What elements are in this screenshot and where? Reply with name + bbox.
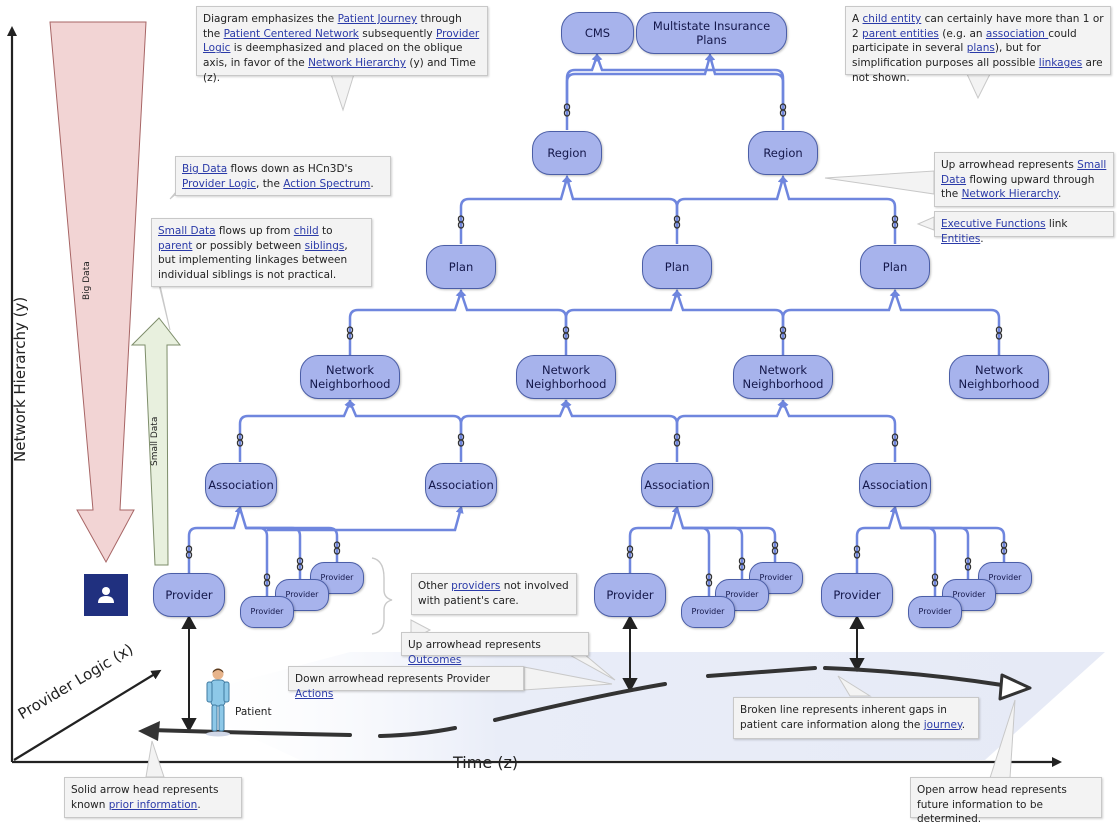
node-association[interactable]: Association bbox=[425, 463, 497, 507]
patient-figure-icon bbox=[206, 668, 230, 737]
callout-up-arrowhead-small-data: Up arrowhead represents Small Data flowi… bbox=[934, 152, 1114, 207]
link-child-entity[interactable]: child entity bbox=[862, 13, 922, 25]
link-provider-logic[interactable]: Provider Logic bbox=[182, 177, 257, 190]
link-parent[interactable]: parent bbox=[158, 239, 193, 252]
node-provider-other[interactable]: Provider bbox=[908, 596, 962, 628]
link-network-hierarchy[interactable]: Network Hierarchy bbox=[961, 188, 1059, 201]
node-provider-other[interactable]: Provider bbox=[240, 596, 294, 628]
y-axis-label: Network Hierarchy (y) bbox=[11, 296, 29, 462]
link-small-data[interactable]: Small Data bbox=[158, 225, 216, 237]
patient-label: Patient bbox=[235, 706, 272, 718]
user-icon bbox=[98, 587, 114, 603]
node-multistate-insurance-plans[interactable]: Multistate Insurance Plans bbox=[636, 12, 787, 54]
solid-arrowhead bbox=[138, 721, 160, 741]
node-provider-other[interactable]: Provider bbox=[978, 562, 1032, 594]
node-association[interactable]: Association bbox=[859, 463, 931, 507]
node-provider-other[interactable]: Provider bbox=[681, 596, 735, 628]
link-journey[interactable]: journey bbox=[923, 718, 962, 731]
provider-badge-icon bbox=[84, 574, 128, 616]
link-network-hierarchy[interactable]: Network Hierarchy bbox=[308, 57, 407, 70]
link-patient-journey[interactable]: Patient Journey bbox=[337, 13, 418, 25]
callout-big-data: Big Data flows down as HCn3D's Provider … bbox=[175, 156, 391, 196]
small-data-label: Small Data bbox=[150, 416, 160, 466]
callout-open-arrow: Open arrow head represents future inform… bbox=[910, 777, 1102, 825]
x-axis-label: Time (z) bbox=[453, 753, 519, 772]
callout-diagram-emphasis: Diagram emphasizes the Patient Journey t… bbox=[196, 6, 488, 84]
oblique-axis-line bbox=[13, 669, 162, 761]
node-provider[interactable]: Provider bbox=[821, 573, 893, 617]
link-parent-entities[interactable]: parent entities bbox=[862, 27, 939, 40]
link-action-spectrum[interactable]: Action Spectrum bbox=[283, 177, 371, 190]
callout-outcomes: Up arrowhead represents Outcomes bbox=[401, 632, 589, 666]
node-cms[interactable]: CMS bbox=[561, 12, 634, 54]
link-providers[interactable]: providers bbox=[451, 580, 501, 592]
node-plan[interactable]: Plan bbox=[426, 245, 496, 289]
callout-small-data: Small Data flows up from child to parent… bbox=[151, 218, 372, 287]
node-association[interactable]: Association bbox=[641, 463, 713, 507]
link-outcomes[interactable]: Outcomes bbox=[408, 653, 462, 666]
node-network-neighborhood[interactable]: Network Neighborhood bbox=[300, 355, 400, 399]
link-plans[interactable]: plans bbox=[966, 42, 995, 55]
callout-other-providers: Other providers not involved with patien… bbox=[411, 573, 577, 615]
link-patient-centered-network[interactable]: Patient Centered Network bbox=[223, 27, 359, 40]
link-entities[interactable]: Entities bbox=[941, 232, 981, 245]
small-data-arrow bbox=[130, 317, 182, 566]
node-network-neighborhood[interactable]: Network Neighborhood bbox=[949, 355, 1049, 399]
node-network-neighborhood[interactable]: Network Neighborhood bbox=[516, 355, 616, 399]
link-actions[interactable]: Actions bbox=[295, 687, 334, 700]
node-association[interactable]: Association bbox=[205, 463, 277, 507]
callout-executive-functions: Executive Functions link Entities. bbox=[934, 211, 1114, 245]
link-provider-logic[interactable]: Provider Logic bbox=[203, 27, 480, 55]
node-plan[interactable]: Plan bbox=[642, 245, 712, 289]
link-executive-functions[interactable]: Executive Functions bbox=[941, 218, 1046, 230]
node-provider[interactable]: Provider bbox=[594, 573, 666, 617]
callout-broken-line: Broken line represents inherent gaps in … bbox=[733, 697, 979, 739]
big-data-wedge bbox=[49, 21, 147, 564]
open-arrowhead bbox=[998, 673, 1032, 701]
node-region[interactable]: Region bbox=[532, 131, 602, 175]
chain-link-icon bbox=[185, 103, 1008, 587]
node-region[interactable]: Region bbox=[748, 131, 818, 175]
link-prior-information[interactable]: prior information bbox=[108, 798, 198, 811]
node-provider[interactable]: Provider bbox=[153, 573, 225, 617]
link-big-data[interactable]: Big Data bbox=[182, 163, 228, 175]
node-network-neighborhood[interactable]: Network Neighborhood bbox=[733, 355, 833, 399]
node-plan[interactable]: Plan bbox=[860, 245, 930, 289]
patient-journey-line bbox=[148, 666, 1004, 738]
callout-solid-arrow: Solid arrow head represents known prior … bbox=[64, 777, 242, 818]
link-child[interactable]: child bbox=[293, 225, 319, 237]
big-data-label: Big Data bbox=[82, 261, 92, 300]
other-providers-bracket bbox=[371, 557, 393, 635]
link-siblings[interactable]: siblings bbox=[304, 239, 345, 252]
callout-provider-actions: Down arrowhead represents Provider Actio… bbox=[288, 666, 524, 700]
link-small-data[interactable]: Small Data bbox=[941, 159, 1107, 186]
link-association[interactable]: association bbox=[985, 27, 1049, 40]
link-linkages[interactable]: linkages bbox=[1038, 57, 1083, 70]
callout-child-entity: A child entity can certainly have more t… bbox=[845, 6, 1111, 84]
